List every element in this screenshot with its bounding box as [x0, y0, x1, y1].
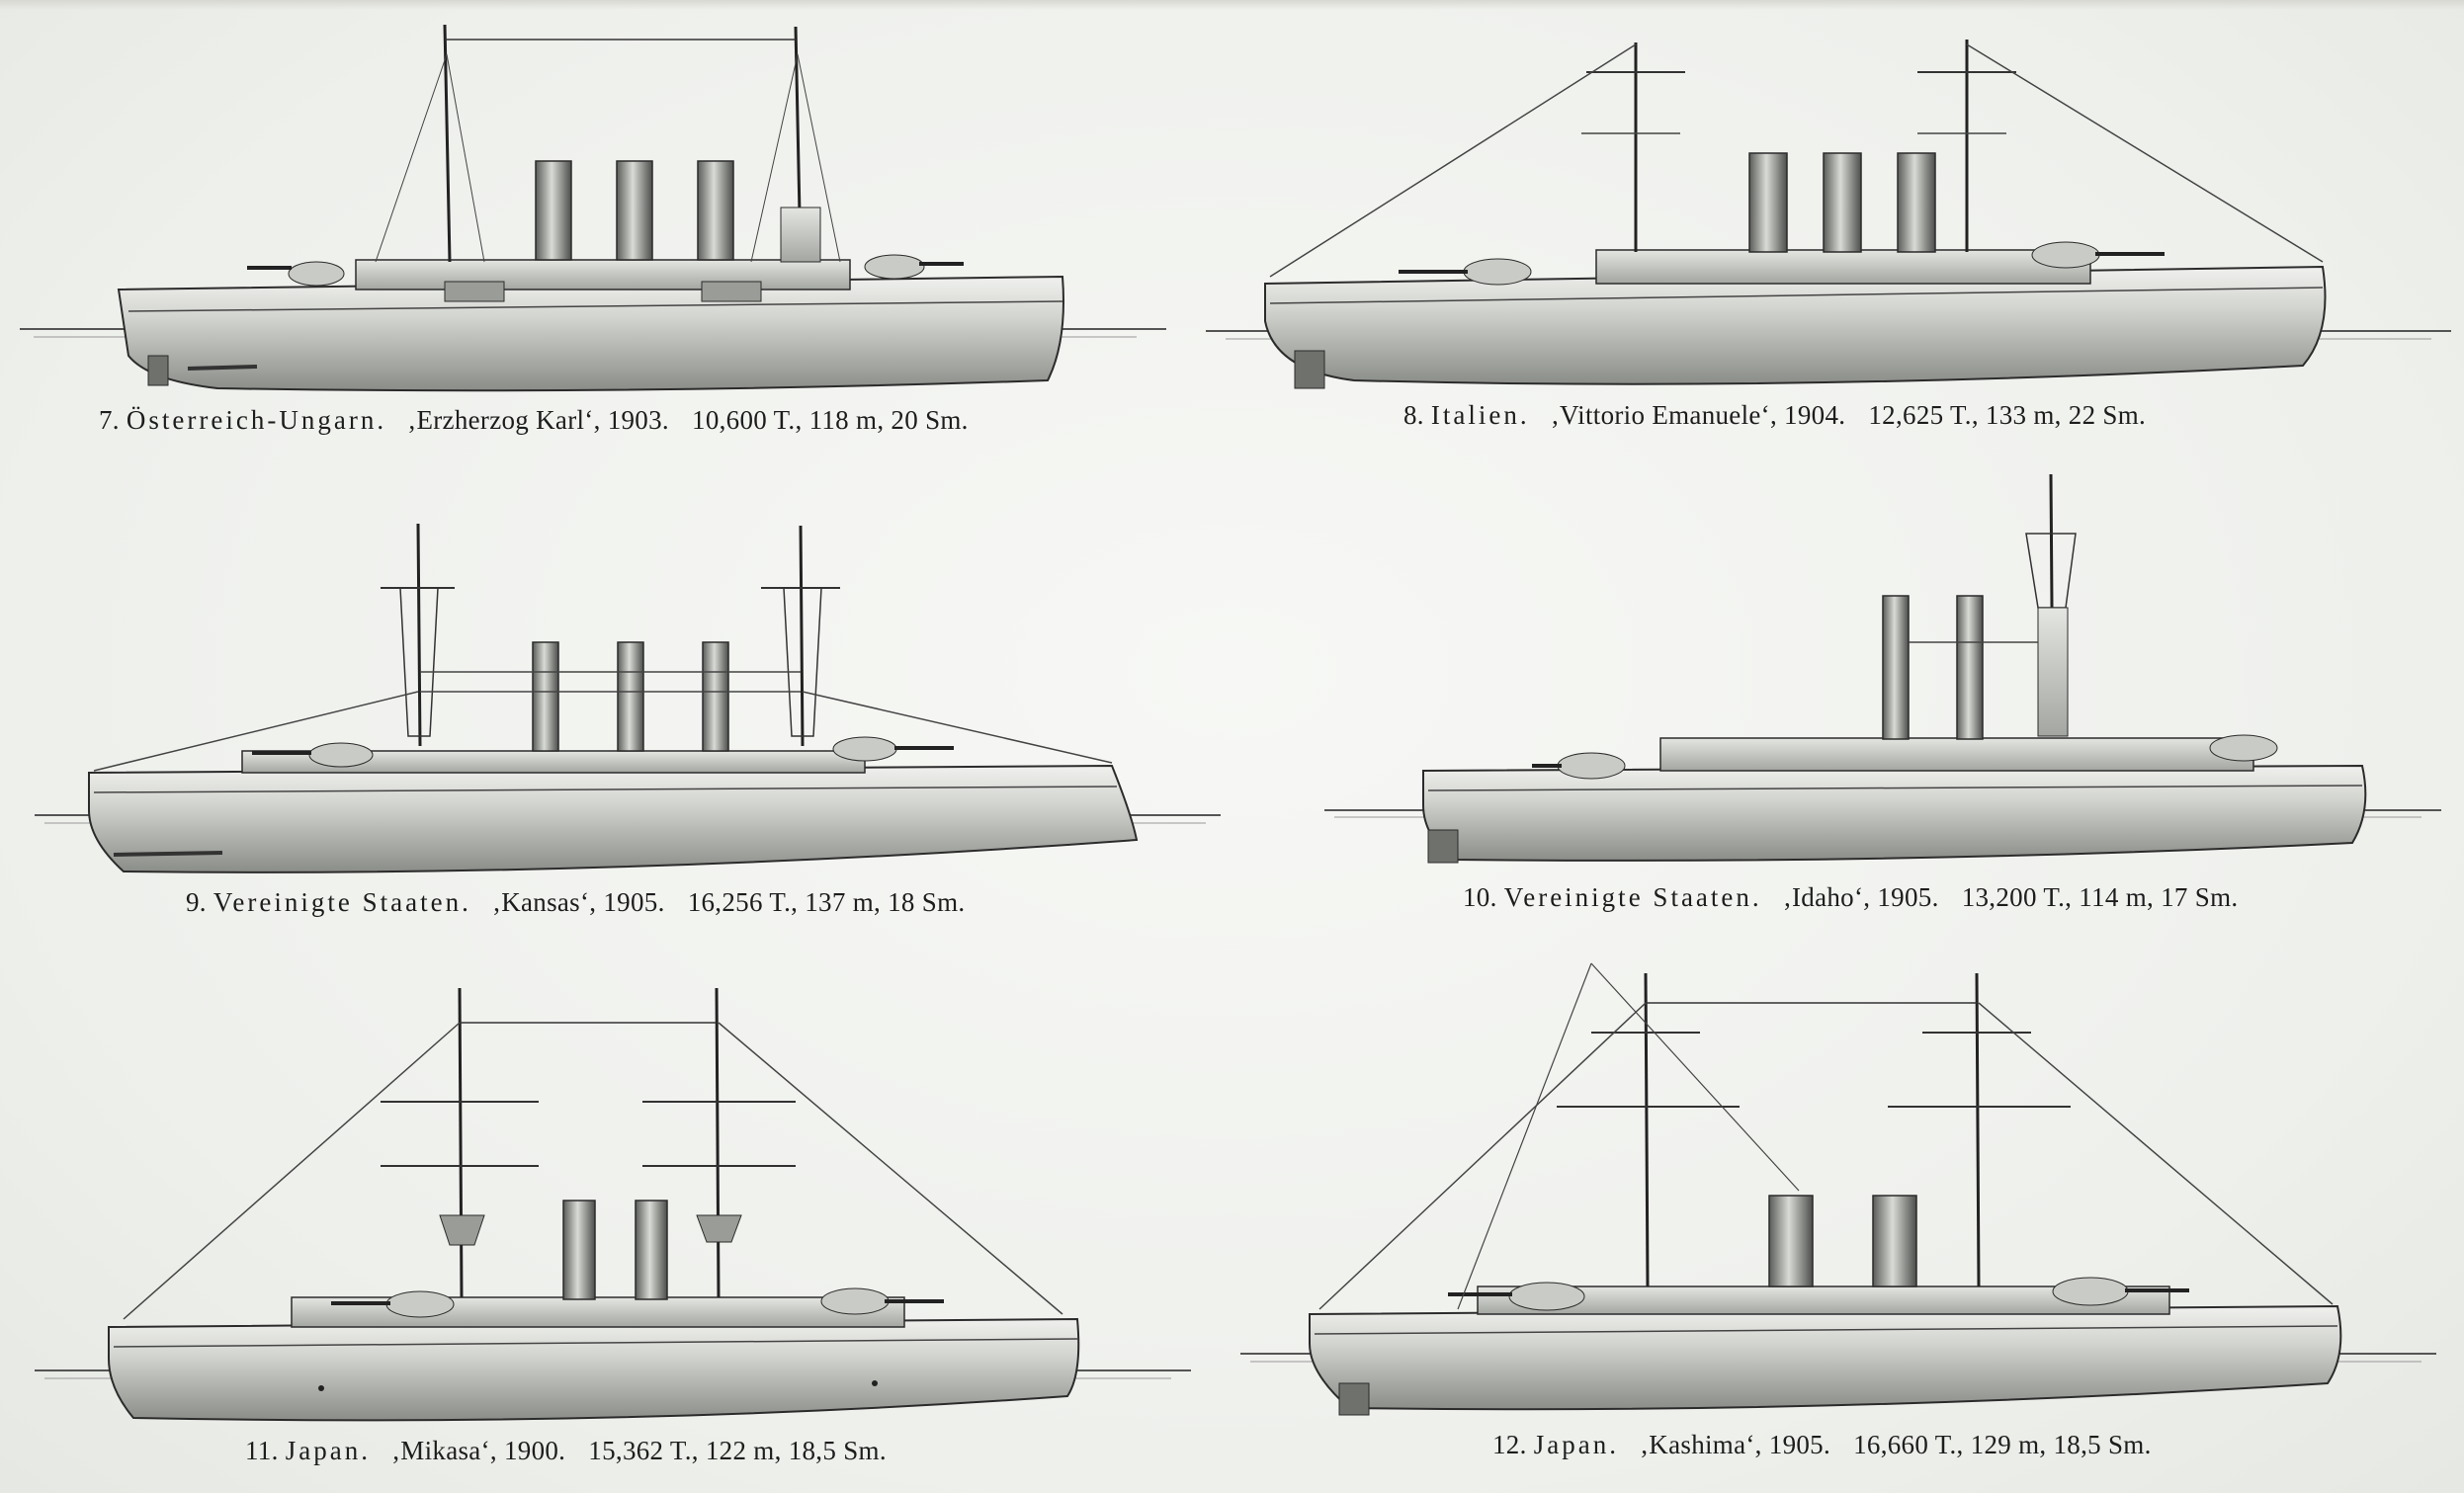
- caption-plate-7: 7. Österreich-Ungarn. ‚Erzherzog Karl‘, …: [99, 405, 969, 436]
- caption-specs: 16,660 T., 129 m, 18,5 Sm.: [1853, 1430, 2152, 1459]
- caption-ship-name: ‚Kashima‘, 1905.: [1640, 1430, 1831, 1459]
- caption-country: Vereinigte Staaten.: [1503, 882, 1762, 912]
- ship-illustration-erzherzog-karl: [20, 15, 1166, 410]
- caption-number: 7.: [99, 405, 120, 435]
- caption-ship-name: ‚Idaho‘, 1905.: [1782, 882, 1939, 912]
- caption-ship-name: ‚Erzherzog Karl‘, 1903.: [407, 405, 669, 435]
- caption-number: 11.: [245, 1436, 279, 1465]
- caption-number: 12.: [1492, 1430, 1527, 1459]
- caption-ship-name: ‚Mikasa‘, 1900.: [391, 1436, 566, 1465]
- caption-plate-9: 9. Vereinigte Staaten. ‚Kansas‘, 1905. 1…: [186, 887, 965, 918]
- caption-plate-8: 8. Italien. ‚Vittorio Emanuele‘, 1904. 1…: [1403, 400, 2146, 431]
- caption-specs: 16,256 T., 137 m, 18 Sm.: [687, 887, 966, 917]
- caption-plate-11: 11. Japan. ‚Mikasa‘, 1900. 15,362 T., 12…: [245, 1436, 887, 1466]
- caption-country: Japan.: [1533, 1430, 1619, 1459]
- ship-illustration-vittorio-emanuele: [1206, 25, 2451, 410]
- caption-plate-10: 10. Vereinigte Staaten. ‚Idaho‘, 1905. 1…: [1463, 882, 2238, 913]
- caption-specs: 15,362 T., 122 m, 18,5 Sm.: [588, 1436, 887, 1465]
- plate-top-edge: [0, 0, 2464, 10]
- caption-specs: 10,600 T., 118 m, 20 Sm.: [692, 405, 969, 435]
- ship-illustration-kashima: [1240, 958, 2436, 1423]
- caption-plate-12: 12. Japan. ‚Kashima‘, 1905. 16,660 T., 1…: [1492, 1430, 2152, 1460]
- caption-country: Österreich-Ungarn.: [126, 405, 387, 435]
- ship-illustration-kansas: [35, 514, 1221, 889]
- ship-illustration-idaho: [1324, 469, 2441, 874]
- caption-specs: 12,625 T., 133 m, 22 Sm.: [1868, 400, 2147, 430]
- caption-specs: 13,200 T., 114 m, 17 Sm.: [1961, 882, 2239, 912]
- ship-illustration-mikasa: [35, 983, 1191, 1428]
- caption-number: 10.: [1463, 882, 1497, 912]
- caption-country: Japan.: [285, 1436, 371, 1465]
- caption-number: 9.: [186, 887, 207, 917]
- caption-country: Italien.: [1430, 400, 1530, 430]
- caption-ship-name: ‚Kansas‘, 1905.: [491, 887, 665, 917]
- caption-ship-name: ‚Vittorio Emanuele‘, 1904.: [1550, 400, 1846, 430]
- caption-number: 8.: [1403, 400, 1424, 430]
- caption-country: Vereinigte Staaten.: [212, 887, 471, 917]
